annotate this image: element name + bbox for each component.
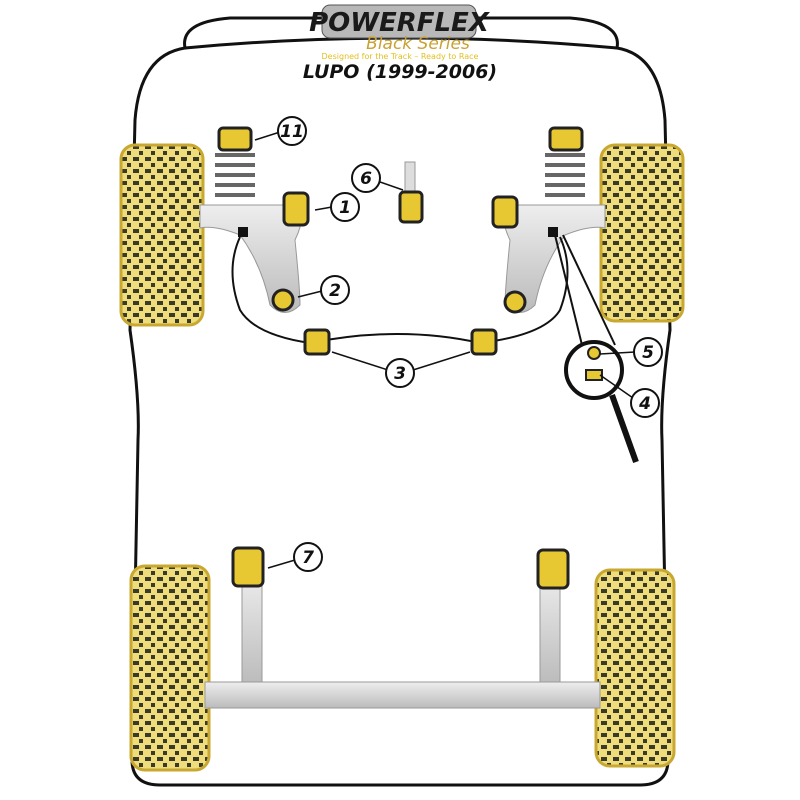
svg-text:5: 5 xyxy=(642,343,654,363)
front-right-spring xyxy=(545,153,585,197)
front-right-wheel xyxy=(599,143,685,323)
svg-text:4: 4 xyxy=(638,394,651,414)
anti-roll-bar-bush-right xyxy=(470,328,498,356)
engine-mount-bush xyxy=(398,161,424,224)
front-right-wishbone xyxy=(502,204,606,313)
rear-beam-bush-right xyxy=(536,548,570,590)
anti-roll-bar xyxy=(231,236,569,345)
callout-2: 2 xyxy=(320,275,350,305)
svg-text:Black Series: Black Series xyxy=(366,34,470,54)
rear-left-wheel xyxy=(129,564,211,772)
powerflex-logo: POWERFLEX Black Series Designed for the … xyxy=(309,4,491,61)
callout-3: 3 xyxy=(385,358,415,388)
callout-4: 4 xyxy=(630,388,660,418)
front-left-wheel xyxy=(119,143,205,327)
front-left-spring xyxy=(215,153,255,197)
svg-text:7: 7 xyxy=(302,548,314,568)
svg-text:6: 6 xyxy=(360,169,372,189)
svg-text:Designed for the Track – Ready: Designed for the Track – Ready to Race xyxy=(322,52,479,61)
magnifier-detail xyxy=(554,234,639,464)
anti-roll-bar-bush-left xyxy=(303,328,331,356)
rear-wishbone-bush-left xyxy=(271,288,295,312)
rear-wishbone-bush-right xyxy=(503,290,527,314)
callout-5: 5 xyxy=(633,337,663,367)
callout-11: 11 xyxy=(277,116,307,146)
rear-beam-axle xyxy=(204,569,601,709)
callout-7: 7 xyxy=(293,542,323,572)
callout-6: 6 xyxy=(351,163,381,193)
svg-text:2: 2 xyxy=(329,281,341,301)
svg-text:1: 1 xyxy=(339,198,351,218)
front-left-wishbone xyxy=(199,204,303,313)
top-mount-bush-left xyxy=(217,126,253,152)
top-mount-bush-right xyxy=(548,126,584,152)
car-body-outline xyxy=(128,16,672,787)
front-wishbone-bush-right xyxy=(491,195,519,229)
svg-text:3: 3 xyxy=(394,364,406,384)
model-title: LUPO (1999-2006) xyxy=(303,61,497,83)
front-wishbone-bush-left xyxy=(282,191,310,227)
rear-right-wheel xyxy=(594,568,676,768)
callout-1: 1 xyxy=(330,192,360,222)
svg-text:POWERFLEX: POWERFLEX xyxy=(309,8,491,38)
svg-text:11: 11 xyxy=(280,122,304,142)
rear-beam-bush-left xyxy=(231,546,265,588)
